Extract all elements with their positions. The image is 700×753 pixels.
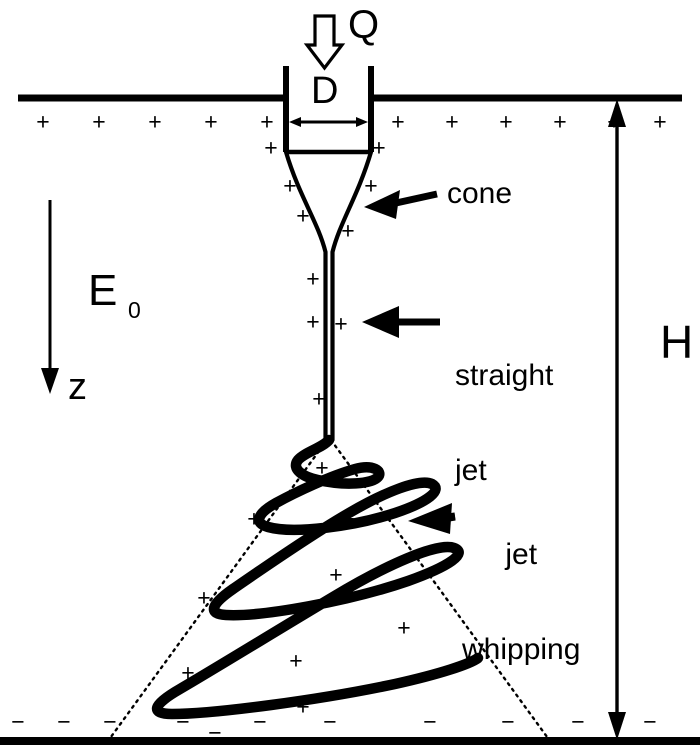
working-distance-dimension xyxy=(608,99,626,740)
negative-charge-symbol: − xyxy=(11,708,25,735)
positive-charge-symbol: + xyxy=(260,108,274,135)
positive-charge-symbol: + xyxy=(296,693,310,720)
positive-charge-symbol: + xyxy=(372,134,386,161)
positive-charge-symbol: + xyxy=(283,172,297,199)
positive-charge-symbol: + xyxy=(364,172,378,199)
straight-jet-label: straight jet xyxy=(455,297,553,549)
negative-charge-symbol: − xyxy=(103,708,117,735)
positive-charge-symbol: + xyxy=(36,108,50,135)
positive-charge-symbol: + xyxy=(197,584,211,611)
negative-charge-symbol: − xyxy=(208,719,222,746)
electric-field-label: E xyxy=(88,266,118,315)
positive-charge-symbol: + xyxy=(264,134,278,161)
positive-charge-symbol: + xyxy=(445,108,459,135)
positive-charge-symbol: + xyxy=(306,308,320,335)
flow-rate-label: Q xyxy=(348,3,380,47)
negative-charge-symbol: − xyxy=(571,708,585,735)
negative-charge-symbol: − xyxy=(253,708,267,735)
jet-whipping-label: jet whipping xyxy=(462,476,580,728)
negative-charge-symbol: − xyxy=(323,708,337,735)
straight-jet-leader-arrow xyxy=(362,306,440,338)
working-distance-label: H xyxy=(660,316,694,368)
flow-rate-arrow-icon xyxy=(303,14,346,71)
positive-charge-symbol: + xyxy=(607,108,621,135)
whipping-jet-path xyxy=(152,434,484,720)
positive-charge-symbol: + xyxy=(312,385,326,412)
cone-label: cone xyxy=(447,177,513,210)
negative-charge-symbol: − xyxy=(176,708,190,735)
positive-charge-symbol: + xyxy=(92,108,106,135)
negative-charge-symbol: − xyxy=(501,708,515,735)
positive-charge-symbol: + xyxy=(334,310,348,337)
positive-charge-symbol: + xyxy=(181,659,195,686)
jet-whipping-label-line1: jet xyxy=(505,538,538,571)
positive-charge-symbol: + xyxy=(653,108,667,135)
nozzle-diameter-dimension xyxy=(289,117,368,127)
positive-charge-symbol: + xyxy=(341,505,355,532)
cone-leader-arrow xyxy=(364,190,438,219)
straight-jet-label-line2: jet xyxy=(455,453,487,487)
positive-charge-symbol: + xyxy=(306,265,320,292)
positive-charge-symbol: + xyxy=(499,108,513,135)
taylor-cone xyxy=(283,149,374,443)
nozzle-diameter-label: D xyxy=(311,70,339,112)
positive-charge-symbol: + xyxy=(553,108,567,135)
straight-jet-label-line1: straight xyxy=(455,359,554,392)
jet-whipping-leader-arrow xyxy=(408,503,456,534)
positive-charge-symbol: + xyxy=(247,505,261,532)
positive-charge-symbol: + xyxy=(391,108,405,135)
z-axis-label: z xyxy=(68,366,87,408)
positive-charge-symbol: + xyxy=(204,108,218,135)
positive-charge-symbol: + xyxy=(148,108,162,135)
negative-charge-symbol: − xyxy=(643,708,657,735)
negative-charge-symbol: − xyxy=(423,708,437,735)
positive-charge-symbol: + xyxy=(397,614,411,641)
positive-charge-symbol: + xyxy=(341,217,355,244)
jet-whipping-label-line2: whipping xyxy=(462,632,581,666)
z-axis-arrow xyxy=(41,200,59,394)
positive-charge-symbol: + xyxy=(296,202,310,229)
positive-charge-symbol: + xyxy=(315,454,329,481)
nozzle-body xyxy=(283,66,374,155)
negative-charge-symbol: − xyxy=(57,708,71,735)
electric-field-subscript: 0 xyxy=(128,297,141,323)
positive-charge-symbol: + xyxy=(329,561,343,588)
positive-charge-symbol: + xyxy=(289,647,303,674)
